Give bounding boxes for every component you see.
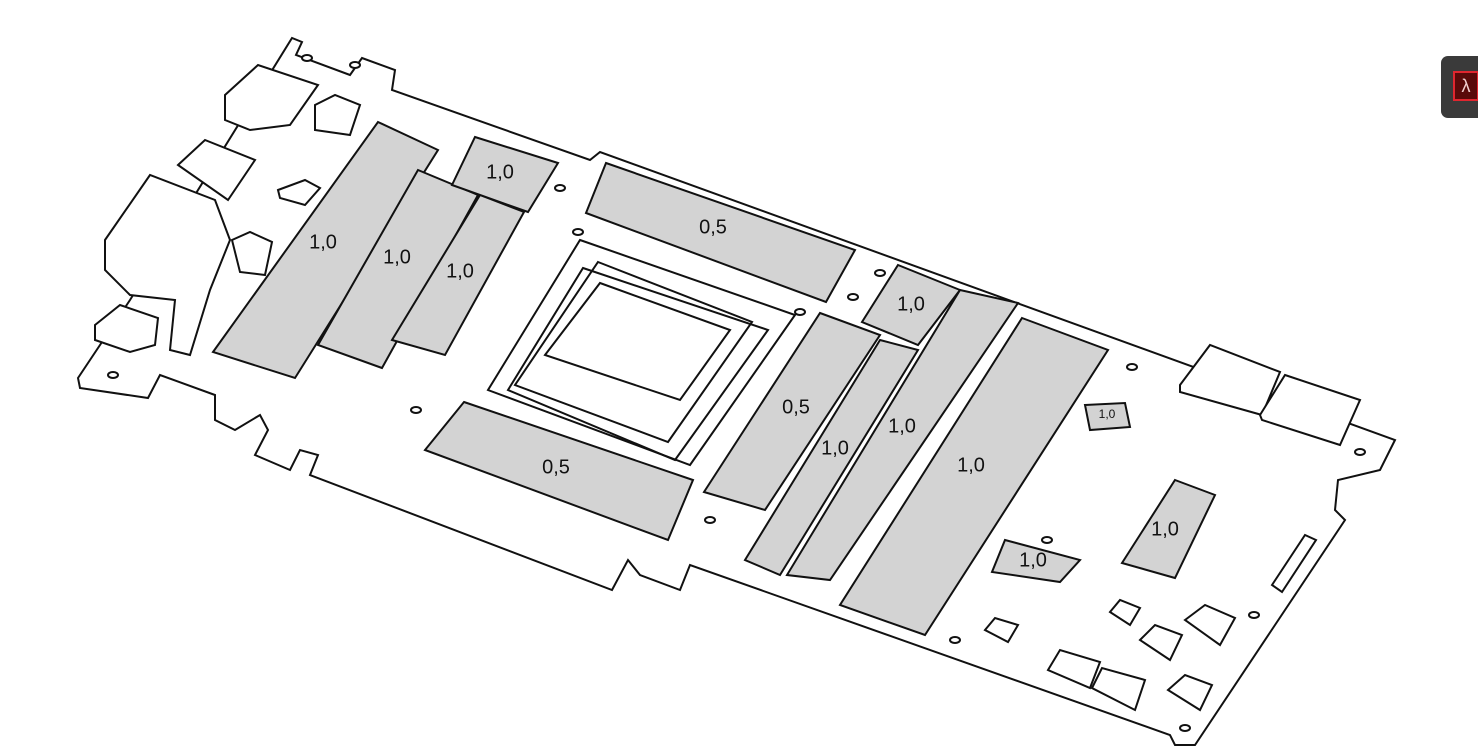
- thermal-pad-shape: [785, 288, 1020, 582]
- thermal-pad-vrm-right-1: 1,0: [743, 338, 920, 577]
- thermal-pad-shape: [743, 338, 920, 577]
- thermal-pad-shape: [211, 120, 440, 380]
- thermal-pad-vrm-top-small: 1,0: [450, 135, 560, 214]
- gpu-die: [486, 238, 797, 467]
- thermal-pad-mem-bottom: 0,5: [423, 400, 695, 542]
- thermal-pad-shape: [423, 400, 695, 542]
- thermal-pad-thickness-label: 0,5: [542, 456, 570, 478]
- thermal-pad-shape: [1083, 401, 1132, 432]
- power-connectors: [94, 63, 362, 357]
- thermal-pad-thickness-label: 1,0: [486, 161, 514, 183]
- thermal-pad-shape: [1120, 478, 1217, 580]
- thermal-pad-shape: [860, 263, 962, 347]
- thermal-pad-chip-right: 1,0: [1120, 478, 1217, 580]
- thermal-pad-thickness-label: 1,0: [897, 293, 925, 315]
- mounting-holes: [107, 54, 1366, 732]
- thermal-pad-vrm-left-1: 1,0: [211, 120, 440, 380]
- thermal-pad-vrm-right-3: 1,0: [838, 316, 1110, 637]
- thermal-pad-thickness-label: 1,0: [888, 415, 916, 437]
- thermal-pad-thickness-label: 1,0: [446, 260, 474, 282]
- thermal-pad-thickness-label: 1,0: [957, 454, 985, 476]
- thermal-pad-thickness-label: 1,0: [1099, 407, 1116, 421]
- thermal-pad-thickness-label: 0,5: [699, 216, 727, 238]
- thermal-pad-shape: [450, 135, 560, 214]
- thermal-pad-chip-bottom: 1,0: [990, 538, 1082, 584]
- thermal-pad-chip-small: 1,0: [1083, 401, 1132, 432]
- thermal-pad-thickness-label: 1,0: [1019, 549, 1047, 571]
- thermal-pad-thickness-label: 1,0: [383, 246, 411, 268]
- thermal-pad-shape: [990, 538, 1082, 584]
- thermal-pad-thickness-label: 1,0: [1151, 518, 1179, 540]
- thermal-pad-shape: [838, 316, 1110, 637]
- thermal-pad-thickness-label: 1,0: [821, 437, 849, 459]
- thermal-pad-thickness-label: 0,5: [782, 396, 810, 418]
- thermal-pad-thickness-label: 1,0: [309, 231, 337, 253]
- pdf-button[interactable]: λ: [1441, 56, 1478, 118]
- thermal-pads: 1,0 1,0 1,0 1,0 0,5 1,0 0,5 0,5 1,0 1,0 1,0 1,0 1,0 1…: [211, 120, 1217, 637]
- adobe-pdf-icon: λ: [1453, 71, 1478, 101]
- thermal-pad-shape: [584, 161, 857, 304]
- display-connectors: [983, 343, 1362, 712]
- thermal-pad-mem-top-right-small: 1,0: [860, 263, 962, 347]
- thermal-pad-shape: [702, 311, 882, 512]
- thermal-pad-vrm-right-2: 1,0: [785, 288, 1020, 582]
- thermal-pad-mem-top: 0,5: [584, 161, 857, 304]
- thermal-pad-mem-right: 0,5: [702, 311, 882, 512]
